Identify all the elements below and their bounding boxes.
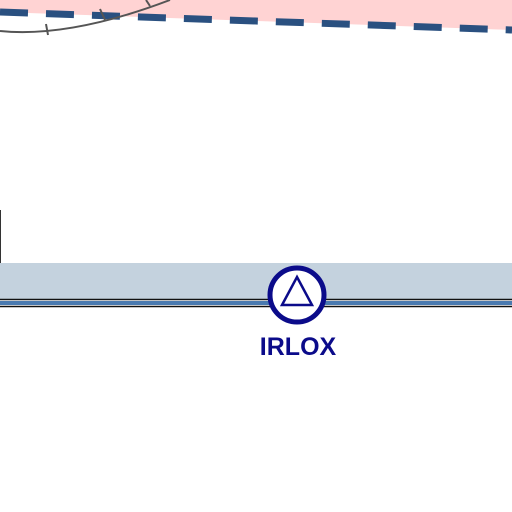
arc-tick [99, 8, 106, 21]
restricted-area-boundary [0, 8, 512, 34]
range-arc [0, 0, 171, 34]
waypoint-label[interactable]: IRLOX [259, 333, 337, 361]
airway-corridor [0, 263, 512, 300]
arc-tick [45, 23, 49, 36]
triangle-in-circle-icon [279, 274, 315, 307]
arc-tick [145, 0, 151, 7]
waypoint-symbol[interactable] [267, 265, 327, 325]
waypoint-circle [267, 265, 327, 325]
